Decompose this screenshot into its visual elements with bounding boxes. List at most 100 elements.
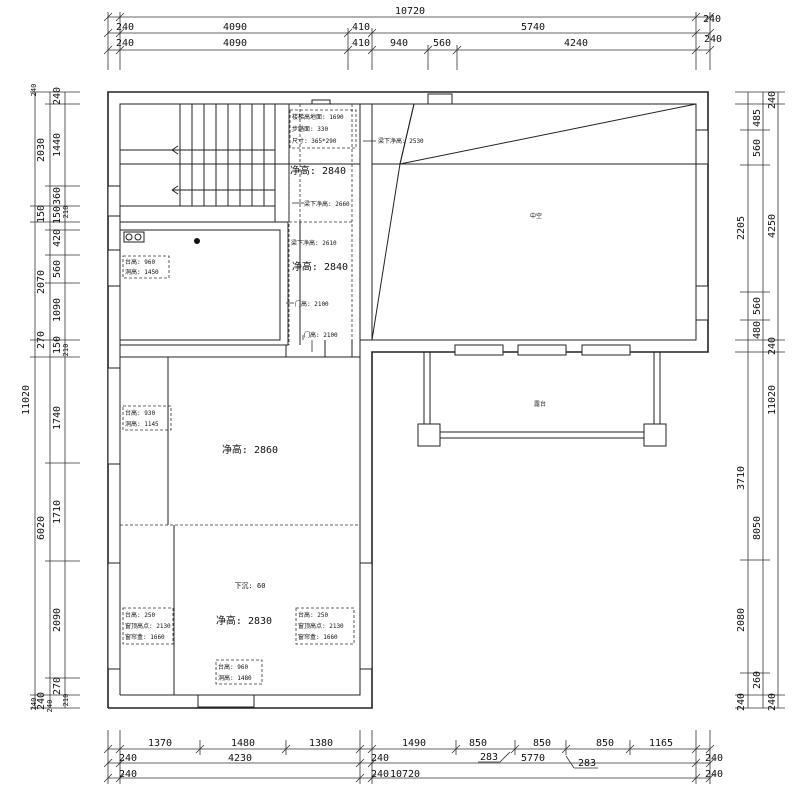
left-dim: 2090 <box>52 608 63 632</box>
right-dim: 240 <box>767 91 778 109</box>
top-dim: 560 <box>433 38 451 49</box>
windows <box>107 93 709 708</box>
left-dim: 270 <box>36 331 47 349</box>
left-dimensions: 11020 2030 150 2070 270 6020 240 240 144… <box>21 84 80 713</box>
top-overall-dim: 10720 <box>395 6 425 17</box>
void-area: 中空 <box>371 103 697 341</box>
right-dim: 485 <box>752 109 763 127</box>
right-dim: 240 <box>767 337 778 355</box>
room-labels: 净高: 2840 净高: 2840 净高: 2860 净高: 2830 下沉: … <box>216 164 348 627</box>
left-dim: 560 <box>52 260 63 278</box>
bottom-dim: 850 <box>469 738 487 749</box>
left-dim: 270 <box>52 677 63 695</box>
bottom-dim: 5770 <box>521 753 545 764</box>
clear-height-label: 净高: 2830 <box>216 614 272 627</box>
top-dim: 4090 <box>223 38 247 49</box>
right-dim: 8050 <box>752 516 763 540</box>
bottom-dim: 240 <box>705 769 723 780</box>
left-dim-small: 240 <box>46 700 54 713</box>
left-dim-small: 210 <box>62 694 70 707</box>
left-dim: 360 <box>52 187 63 205</box>
bottom-dim: 1370 <box>148 738 172 749</box>
top-dim: 240 <box>116 38 134 49</box>
top-dim: 5740 <box>521 22 545 33</box>
clear-height-label: 净高: 2860 <box>222 443 278 456</box>
window-note-line: 洞高: 1450 <box>125 268 159 276</box>
right-dim: 11020 <box>767 385 778 415</box>
sunken-label: 下沉: 60 <box>235 582 266 590</box>
stair-note: 楼梯高地面: 1690 步踏面: 330 尺寸: 365*290 <box>289 109 357 149</box>
bottom-dim: 850 <box>596 738 614 749</box>
bathroom-fixtures <box>123 231 200 244</box>
beam-note: 梁下净高: 2530 <box>378 137 424 145</box>
left-overall-dim: 11020 <box>21 385 32 415</box>
right-dim: 3710 <box>736 466 747 490</box>
left-dim: 1740 <box>52 406 63 430</box>
terrace-label: 露台 <box>534 400 546 408</box>
door-note: 门高: 2100 <box>304 331 338 339</box>
left-dim: 2030 <box>36 138 47 162</box>
bottom-dim: 240 <box>119 769 137 780</box>
left-dim: 1090 <box>52 298 63 322</box>
stair-note-line: 尺寸: 365*290 <box>292 137 337 145</box>
top-dimensions: 10720 240 4090 410 5740 240 240 4090 410… <box>103 6 722 70</box>
left-dim: 6020 <box>36 516 47 540</box>
bottom-dim: 1165 <box>649 738 673 749</box>
left-dim-small: 210 <box>62 344 70 357</box>
void-label: 中空 <box>530 212 542 220</box>
left-dim: 1440 <box>52 133 63 157</box>
left-dim-small: 210 <box>62 206 70 219</box>
beam-note: 梁下净高: 2610 <box>291 239 337 247</box>
left-dim-small: 240 <box>30 698 38 711</box>
bottom-dimensions: 1370 1480 1380 1490 850 850 850 1165 283… <box>103 730 723 784</box>
exterior-walls <box>107 91 709 709</box>
right-dimensions: 240 4250 240 3710 240 485 560 2205 560 4… <box>735 91 785 711</box>
window-note-line: 台高: 960 <box>125 258 155 266</box>
right-dim: 260 <box>752 671 763 689</box>
stair-note-line: 楼梯高地面: 1690 <box>292 113 344 121</box>
top-dim: 410 <box>352 38 370 49</box>
left-dim-small: 240 <box>30 84 38 97</box>
bottom-dim: 4230 <box>228 753 252 764</box>
left-dim: 420 <box>52 229 63 247</box>
door-note: 门高: 2100 <box>295 300 329 308</box>
window-note-5: 台高: 960 洞高: 1480 <box>215 659 263 685</box>
window-note-line: 洞高: 1480 <box>218 674 252 682</box>
bottom-dim: 240 <box>371 769 389 780</box>
right-dim: 560 <box>752 297 763 315</box>
right-dim: 2205 <box>736 216 747 240</box>
bottom-dim: 240 <box>371 753 389 764</box>
left-dim: 240 <box>36 692 47 710</box>
window-note-line: 台高: 250 <box>125 611 155 619</box>
window-note-line: 窗帘盒: 1660 <box>298 633 338 641</box>
right-dim: 240 <box>767 693 778 711</box>
bottom-dim: 1480 <box>231 738 255 749</box>
drain-icon <box>194 238 200 244</box>
bottom-dim: 240 <box>119 753 137 764</box>
right-dim: 2080 <box>736 608 747 632</box>
window-note-3: 台高: 250 窗顶高点: 2130 窗帘盒: 1660 <box>122 607 174 645</box>
left-dim: 2070 <box>36 270 47 294</box>
window-note-line: 窗顶高点: 2130 <box>125 622 171 630</box>
window-note-line: 台高: 250 <box>298 611 328 619</box>
right-dim: 240 <box>736 693 747 711</box>
top-dim: 940 <box>390 38 408 49</box>
top-dim: 4090 <box>223 22 247 33</box>
left-dim: 150 <box>52 206 63 224</box>
bottom-dim: 283 <box>480 752 498 763</box>
right-dim: 480 <box>752 321 763 339</box>
bottom-dim: 1490 <box>402 738 426 749</box>
left-dim: 240 <box>52 87 63 105</box>
window-note-4: 台高: 250 窗顶高点: 2130 窗帘盒: 1660 <box>295 607 355 645</box>
left-dim: 1710 <box>52 500 63 524</box>
left-dim: 150 <box>36 205 47 223</box>
clear-height-label: 净高: 2840 <box>292 260 348 273</box>
window-note-line: 窗帘盒: 1660 <box>125 633 165 641</box>
bottom-dim: 10720 <box>390 769 420 780</box>
window-note-line: 台高: 930 <box>125 409 155 417</box>
top-dim: 410 <box>352 22 370 33</box>
right-dim: 560 <box>752 139 763 157</box>
window-note-line: 窗顶高点: 2130 <box>298 622 344 630</box>
annotations: 梁下净高: 2530 梁下净高: 2660 梁下净高: 2610 门高: 210… <box>286 137 424 352</box>
